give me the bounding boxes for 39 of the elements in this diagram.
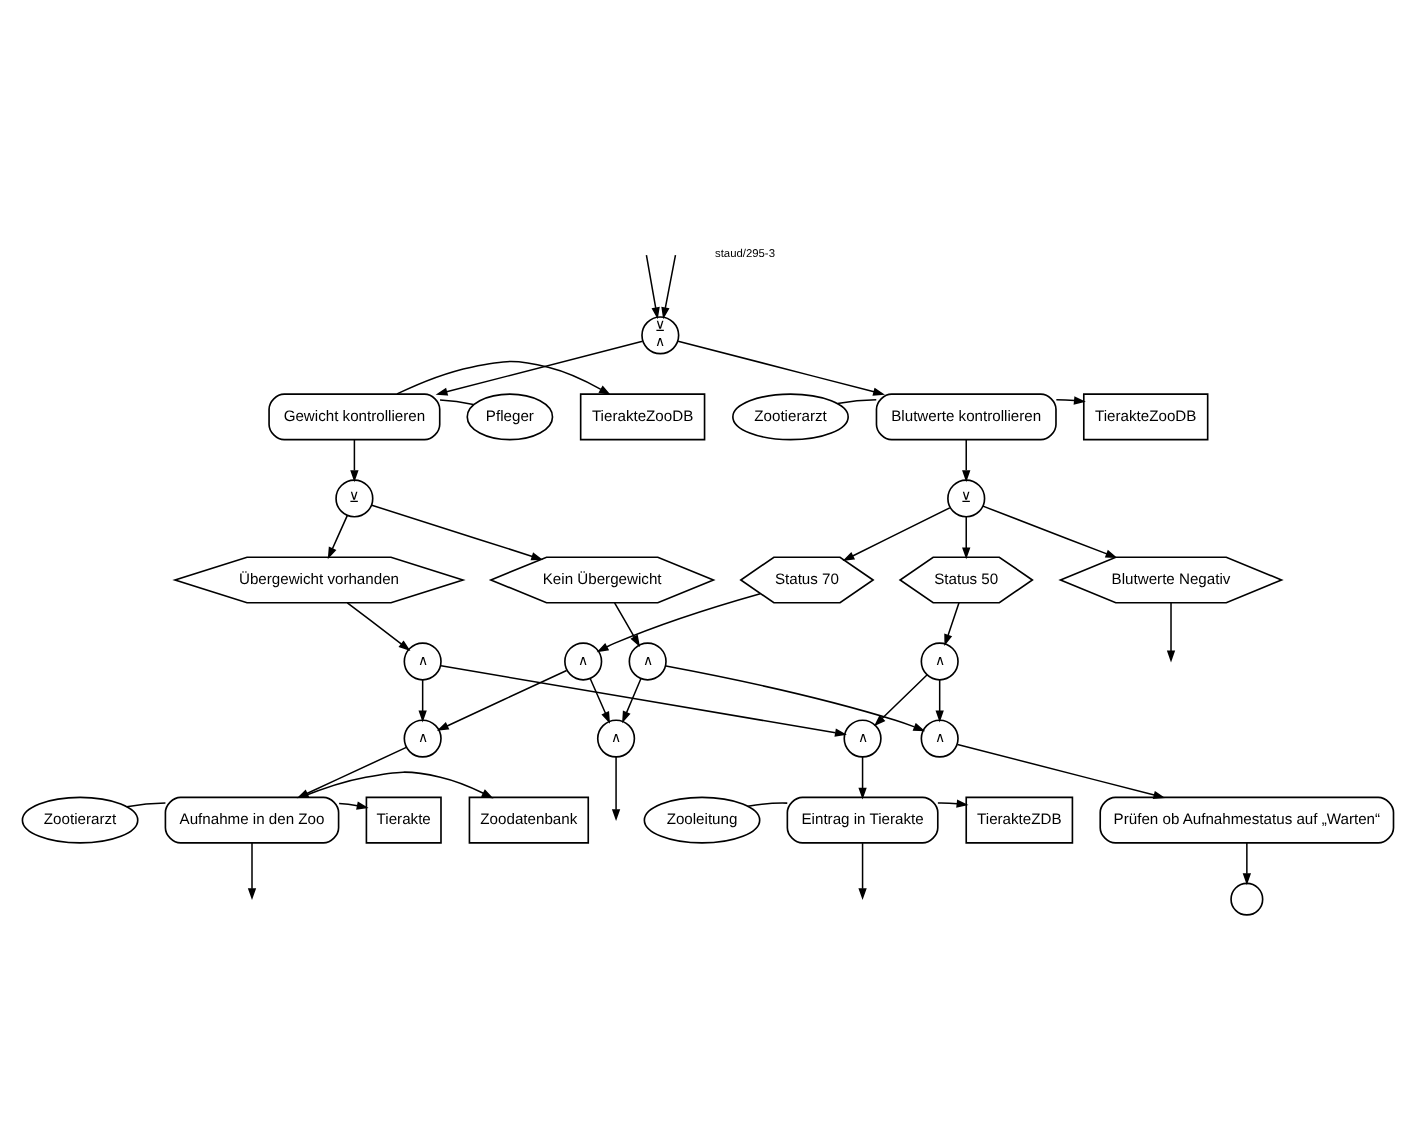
arrow bbox=[677, 340, 885, 396]
arrow bbox=[247, 842, 257, 901]
arrow bbox=[435, 340, 644, 396]
arrow bbox=[327, 514, 348, 560]
arrow bbox=[346, 602, 411, 651]
arrow bbox=[418, 679, 427, 723]
connector bbox=[126, 802, 167, 808]
arrow bbox=[1166, 602, 1176, 663]
arrow bbox=[842, 507, 951, 562]
arrow bbox=[962, 439, 971, 483]
arrow bbox=[651, 254, 677, 320]
node-circle bbox=[1230, 882, 1264, 916]
arrow bbox=[440, 665, 847, 737]
arrow bbox=[1242, 842, 1252, 886]
arrow bbox=[645, 254, 670, 320]
connector bbox=[836, 399, 877, 405]
arrow bbox=[873, 674, 928, 727]
arrow bbox=[858, 756, 867, 800]
arrow bbox=[371, 504, 544, 561]
arrow bbox=[956, 743, 1166, 799]
arrow bbox=[665, 665, 926, 732]
arrow bbox=[611, 756, 621, 822]
arrow bbox=[858, 842, 867, 901]
arrow bbox=[935, 679, 944, 723]
arrow bbox=[396, 360, 611, 396]
connector bbox=[747, 802, 789, 807]
arrow bbox=[944, 602, 960, 647]
arrow bbox=[350, 439, 359, 483]
arrow bbox=[982, 505, 1118, 558]
arrow bbox=[436, 669, 568, 731]
arrow bbox=[613, 602, 640, 647]
arrow bbox=[596, 592, 762, 653]
arrow bbox=[589, 677, 611, 724]
connector bbox=[439, 399, 475, 406]
arrow bbox=[1055, 396, 1086, 405]
arrow bbox=[937, 799, 969, 808]
arrow bbox=[338, 801, 369, 810]
arrow bbox=[962, 516, 971, 560]
arrow bbox=[622, 677, 642, 724]
